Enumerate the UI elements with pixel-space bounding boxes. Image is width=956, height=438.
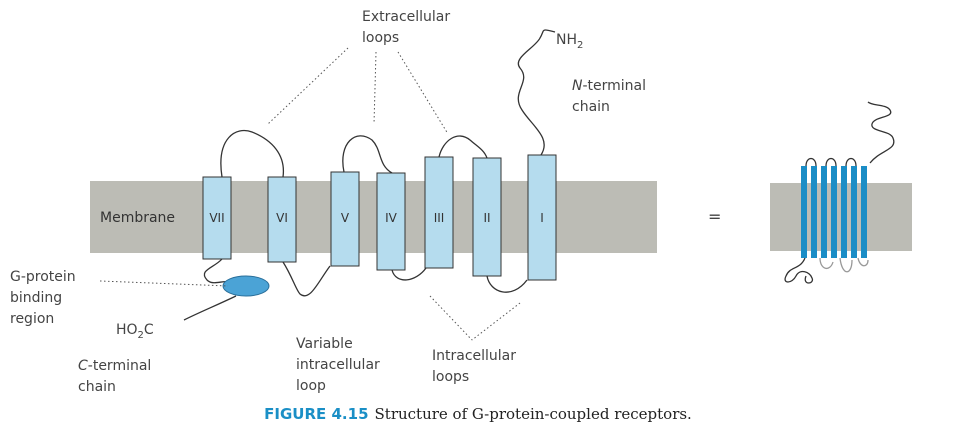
extracellular-label-1: Extracellular	[362, 9, 450, 25]
small-helix-bar	[851, 166, 857, 258]
n-terminal-chain	[517, 29, 556, 156]
variable-loop-label-2: intracellular	[296, 357, 380, 373]
helix-label-ii: II	[483, 211, 490, 225]
helix-ii	[472, 157, 502, 277]
gprotein-label-2: binding	[10, 290, 62, 306]
intracellular-loops	[183, 258, 528, 321]
gprotein-label-3: region	[10, 311, 54, 327]
helix-iv	[376, 172, 406, 271]
helix-i	[527, 154, 557, 281]
small-helix-bar	[861, 166, 867, 258]
helix-label-iii: III	[434, 211, 445, 225]
helix-iii	[424, 156, 454, 269]
intracellular-label-1: Intracellular	[432, 348, 516, 364]
intracellular-loop-ii-i	[486, 275, 528, 293]
extracellular-loop-vii-vi	[220, 130, 285, 178]
n-terminal-label-1: N-terminal	[572, 78, 646, 94]
small-helix-bar	[831, 166, 837, 258]
small-c-terminal	[784, 257, 814, 284]
c-terminal-label-1: C-terminal	[78, 358, 151, 374]
figure-caption: FIGURE 4.15 Structure of G-protein-couple…	[0, 405, 956, 423]
nh2-label: NH2	[556, 32, 583, 51]
membrane-band	[90, 181, 657, 253]
extracellular-label-2: loops	[362, 30, 399, 46]
helix-label-vii: VII	[209, 211, 224, 225]
helix-vii	[202, 176, 232, 260]
simplified-receptor	[770, 101, 912, 284]
gprotein-binding-region	[222, 275, 270, 297]
n-terminal-label-2: chain	[572, 99, 610, 115]
small-helix-bar	[841, 166, 847, 258]
small-n-terminal	[867, 101, 895, 164]
extracellular-loop-v-iv	[342, 135, 393, 174]
helix-vi	[267, 176, 297, 263]
figure-number: FIGURE 4.15	[264, 405, 369, 423]
equals-sign: =	[708, 207, 721, 226]
helix-label-iv: IV	[385, 211, 398, 225]
c-terminal-loop	[203, 258, 231, 284]
small-helix-bar	[821, 166, 827, 258]
leader-lines	[99, 47, 521, 341]
helix-label-v: V	[341, 211, 350, 225]
figure-caption-text: Structure of G-protein-coupled receptors…	[374, 405, 692, 423]
variable-loop-label-1: Variable	[296, 336, 353, 352]
extracellular-loop-iii-ii	[438, 135, 488, 159]
extracellular-loops	[220, 29, 556, 178]
ho2c-label: HO2C	[116, 322, 154, 341]
small-helix-bar	[811, 166, 817, 258]
helix-v	[330, 171, 360, 267]
intracellular-loop-vi-v	[282, 261, 331, 297]
helix-label-vi: VI	[276, 211, 288, 225]
c-terminal-tail	[183, 295, 237, 321]
variable-loop-label-3: loop	[296, 378, 326, 394]
small-helix-bar	[801, 166, 807, 258]
intracellular-label-2: loops	[432, 369, 469, 385]
membrane-label: Membrane	[100, 210, 175, 226]
gprotein-label-1: G-protein	[10, 269, 76, 285]
helix-label-i: I	[540, 211, 544, 225]
intracellular-loop-iv-iii	[391, 267, 427, 281]
c-terminal-label-2: chain	[78, 379, 116, 395]
